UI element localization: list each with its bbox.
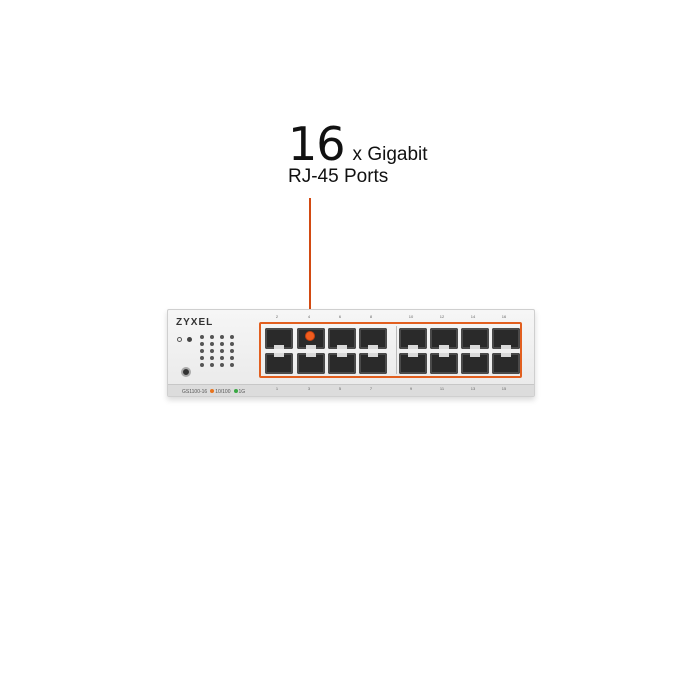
port-led-icon (230, 342, 234, 346)
port-label-top: 8 (369, 314, 373, 319)
port-led-icon (210, 342, 214, 346)
ethernet-port-5[interactable] (328, 353, 356, 374)
port-led-icon (200, 342, 204, 346)
port-led-icon (210, 349, 214, 353)
headline-callout: 16 x Gigabit RJ-45 Ports (288, 118, 428, 188)
ethernet-port-1[interactable] (265, 353, 293, 374)
green-led-icon (233, 389, 238, 393)
port-led-icon (200, 349, 204, 353)
ethernet-port-14[interactable] (461, 328, 489, 349)
port-led-icon (200, 335, 204, 339)
ethernet-port-6[interactable] (328, 328, 356, 349)
port-label-bottom: 3 (307, 386, 311, 391)
ethernet-port-7[interactable] (359, 353, 387, 374)
port-led-icon (230, 356, 234, 360)
port-led-grid (199, 334, 239, 369)
headline-row: 16 x Gigabit (288, 118, 428, 170)
port-label-top: 6 (338, 314, 342, 319)
ethernet-port-3[interactable] (297, 353, 325, 374)
port-group-divider (396, 326, 397, 374)
port-led-icon (220, 335, 224, 339)
port-label-top: 12 (439, 314, 445, 319)
port-label-bottom: 7 (369, 386, 373, 391)
port-count: 16 (288, 117, 346, 171)
ethernet-port-13[interactable] (461, 353, 489, 374)
port-led-icon (210, 335, 214, 339)
port-label-top: 16 (501, 314, 507, 319)
ethernet-port-10[interactable] (399, 328, 427, 349)
model-legend: GS1100-16 10/100 1G (182, 389, 245, 395)
ethernet-port-11[interactable] (430, 353, 458, 374)
callout-pointer-line (309, 198, 311, 336)
port-label-bottom: 9 (409, 386, 413, 391)
ethernet-port-9[interactable] (399, 353, 427, 374)
ethernet-port-2[interactable] (265, 328, 293, 349)
port-led-icon (220, 349, 224, 353)
port-type: RJ-45 Ports (288, 166, 389, 187)
speed-legend-10-100: 10/100 (210, 389, 231, 395)
ethernet-port-8[interactable] (359, 328, 387, 349)
port-label-bottom: 13 (470, 386, 476, 391)
port-led-icon (230, 363, 234, 367)
brand-logo: ZYXEL (176, 317, 214, 328)
port-speed: x Gigabit (352, 144, 428, 165)
port-label-top: 10 (408, 314, 414, 319)
ethernet-port-16[interactable] (492, 328, 520, 349)
port-label-top: 14 (470, 314, 476, 319)
port-led-icon (200, 363, 204, 367)
ethernet-port-block (259, 322, 522, 378)
orange-led-icon (210, 389, 215, 393)
port-label-bottom: 15 (501, 386, 507, 391)
port-label-top: 4 (307, 314, 311, 319)
power-led-icon (177, 337, 182, 342)
port-led-icon (220, 363, 224, 367)
port-label-bottom: 1 (275, 386, 279, 391)
port-led-icon (220, 342, 224, 346)
port-led-icon (230, 349, 234, 353)
port-label-top: 2 (275, 314, 279, 319)
port-led-icon (220, 356, 224, 360)
port-label-bottom: 5 (338, 386, 342, 391)
system-led-icon (187, 337, 192, 342)
model-name: GS1100-16 (182, 389, 208, 395)
callout-pointer-dot (305, 331, 315, 341)
port-led-icon (210, 356, 214, 360)
port-led-icon (230, 335, 234, 339)
reset-button[interactable] (181, 367, 191, 377)
port-label-bottom: 11 (439, 386, 445, 391)
speed-legend-1g: 1G (233, 389, 245, 395)
port-led-icon (200, 356, 204, 360)
ethernet-port-12[interactable] (430, 328, 458, 349)
front-label-strip: GS1100-16 10/100 1G (168, 384, 534, 396)
ethernet-port-15[interactable] (492, 353, 520, 374)
port-led-icon (210, 363, 214, 367)
